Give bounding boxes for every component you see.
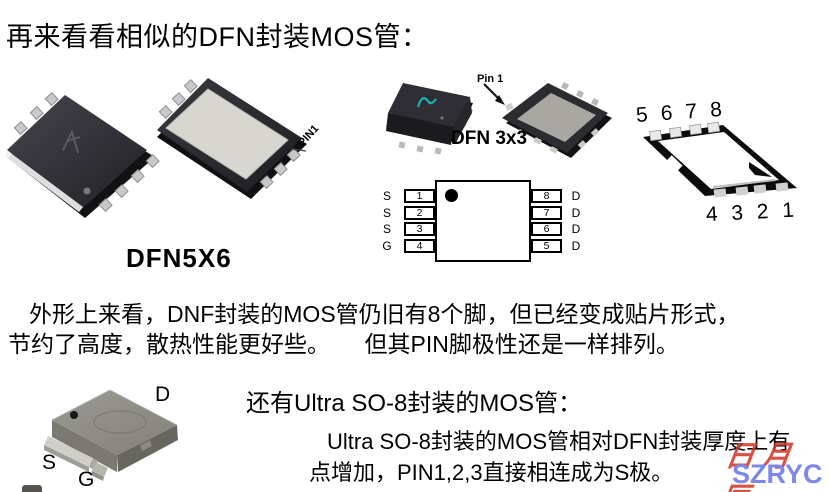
pin1-pad: [505, 102, 514, 111]
dfn3x3-package-image: [386, 81, 612, 158]
pin-number-box: 1: [404, 189, 435, 203]
source-label: S: [42, 451, 57, 474]
pin-number-box: 8: [531, 189, 562, 203]
dfn3x3-top-view-chip: [386, 83, 474, 155]
pin-number-box: 2: [404, 206, 435, 220]
dfn3x3-caption: DFN 3x3: [451, 128, 528, 149]
dfn3x3-bottom-view-chip: [483, 81, 612, 158]
dfn5x6-package-image: [5, 78, 307, 218]
source-tab: [44, 436, 93, 467]
pin1-notch-marker: [749, 162, 772, 177]
ultra-so8-package-image: [44, 389, 178, 481]
pin1-callout-dfn3x3: Pin 1: [477, 73, 504, 85]
dfn5x6-top-view-chip: [5, 91, 160, 218]
pin-number-box: 3: [404, 222, 435, 236]
pinout-chip-body: [435, 180, 531, 262]
pin1-dot-marker: [83, 187, 91, 195]
pin-number: 4: [705, 202, 719, 227]
dfn5x6-caption: DFN5X6: [126, 243, 232, 273]
teal-logo-mark: [416, 97, 437, 108]
ultra-so8-heading: 还有Ultra SO-8封装的MOS管：: [246, 390, 583, 417]
pin-signal-label: D: [571, 206, 581, 220]
pin-signal-label: D: [571, 189, 581, 203]
ultra-so8-text-line: 点增加，PIN1,2,3直接相连成为S极。: [309, 460, 674, 485]
pin1-indicator-dot: [445, 189, 458, 202]
gate-label: G: [78, 468, 95, 491]
dfn5x6-bottom-view-chip: [157, 78, 307, 199]
thermal-pad: [165, 88, 289, 180]
pin-signal-label: G: [382, 239, 392, 253]
pin-number-box: 7: [531, 206, 562, 220]
gate-tab: [92, 462, 108, 477]
paragraph-line: 节约了高度，散热性能更好些。 但其PIN脚极性还是一样排列。: [8, 330, 679, 357]
chip-logo-mark: [62, 129, 81, 154]
pin-number: 3: [730, 201, 744, 225]
cropped-image-fragment: [22, 485, 42, 492]
pin-number-box: 6: [531, 222, 562, 236]
pin1-arrow-head: [495, 95, 505, 105]
thermal-pad: [517, 93, 596, 142]
pin-number-box: 4: [404, 239, 435, 253]
pin1-dot-marker: [70, 411, 78, 419]
dfn-bottom-view-image: [643, 121, 797, 198]
pin-signal-label: S: [382, 206, 391, 220]
pin-signal-label: S: [382, 222, 391, 236]
pin-number: 1: [781, 198, 795, 223]
drain-label: D: [155, 383, 171, 406]
page-title: 再来看看相似的DFN封装MOS管：: [6, 22, 429, 52]
pin-signal-label: S: [382, 189, 391, 203]
ultra-so8-text-line: Ultra SO-8封装的MOS管相对DFN封装厚度上有: [327, 429, 791, 454]
pin-number: 2: [756, 200, 770, 224]
bottom-view-pin-numbers-bottom: 4 3 2 1: [705, 199, 794, 228]
pin1-arrow-line: [483, 83, 500, 100]
pin1-leader-line: [290, 148, 307, 152]
pin-number-box: 5: [531, 239, 562, 253]
pin-signal-label: D: [571, 222, 581, 236]
watermark-szryc: SZRYC: [732, 459, 823, 489]
pin-signal-label: D: [571, 239, 581, 253]
paragraph-line: 外形上来看，DNF封装的MOS管仍旧有8个脚，但已经变成贴片形式，: [29, 301, 740, 327]
dfn-description-paragraph: 外形上来看，DNF封装的MOS管仍旧有8个脚，但已经变成贴片形式， 节约了高度，…: [8, 300, 783, 359]
